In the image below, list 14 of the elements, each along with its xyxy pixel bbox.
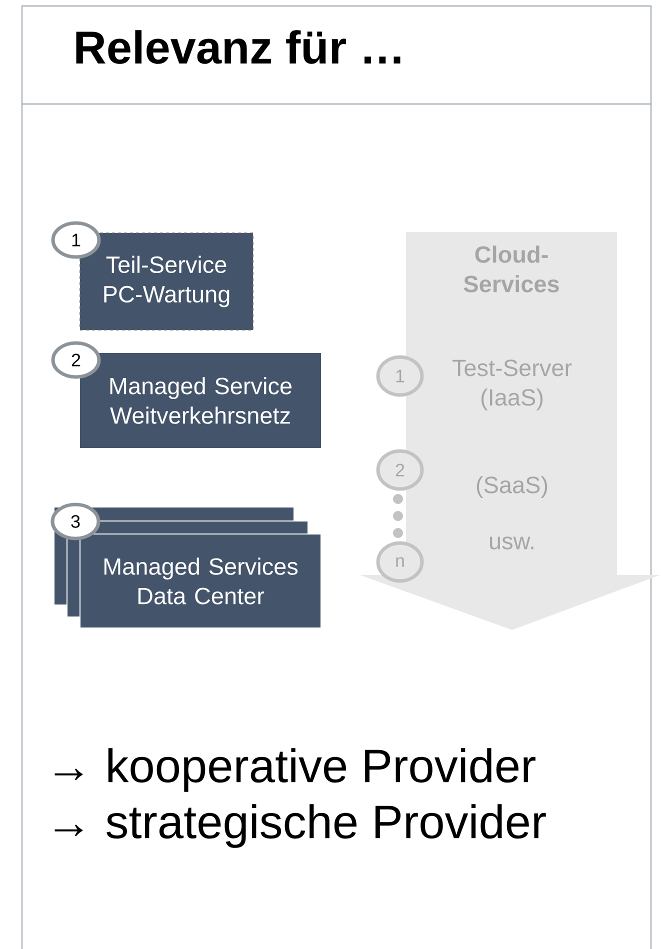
number-badge: 1 <box>51 221 101 259</box>
number-badge: 3 <box>50 502 100 540</box>
service-box: Teil-Service PC-Wartung <box>80 232 254 330</box>
number-badge: n <box>376 541 424 583</box>
conclusion-text: → strategische Provider <box>54 804 546 848</box>
service-text: (SaaS) <box>476 476 548 498</box>
service-text: usw. <box>490 536 534 550</box>
number-badge: 2 <box>376 449 424 491</box>
conclusion-text: → kooperative Provider <box>54 748 536 792</box>
title: Relevanz für … <box>76 30 400 64</box>
number-badge: 2 <box>51 341 101 379</box>
service-box: Managed Service Weitverkehrsnetz <box>80 353 321 448</box>
number-badge: 1 <box>376 355 424 397</box>
service-text: Test-Server (IaaS) <box>452 360 572 410</box>
